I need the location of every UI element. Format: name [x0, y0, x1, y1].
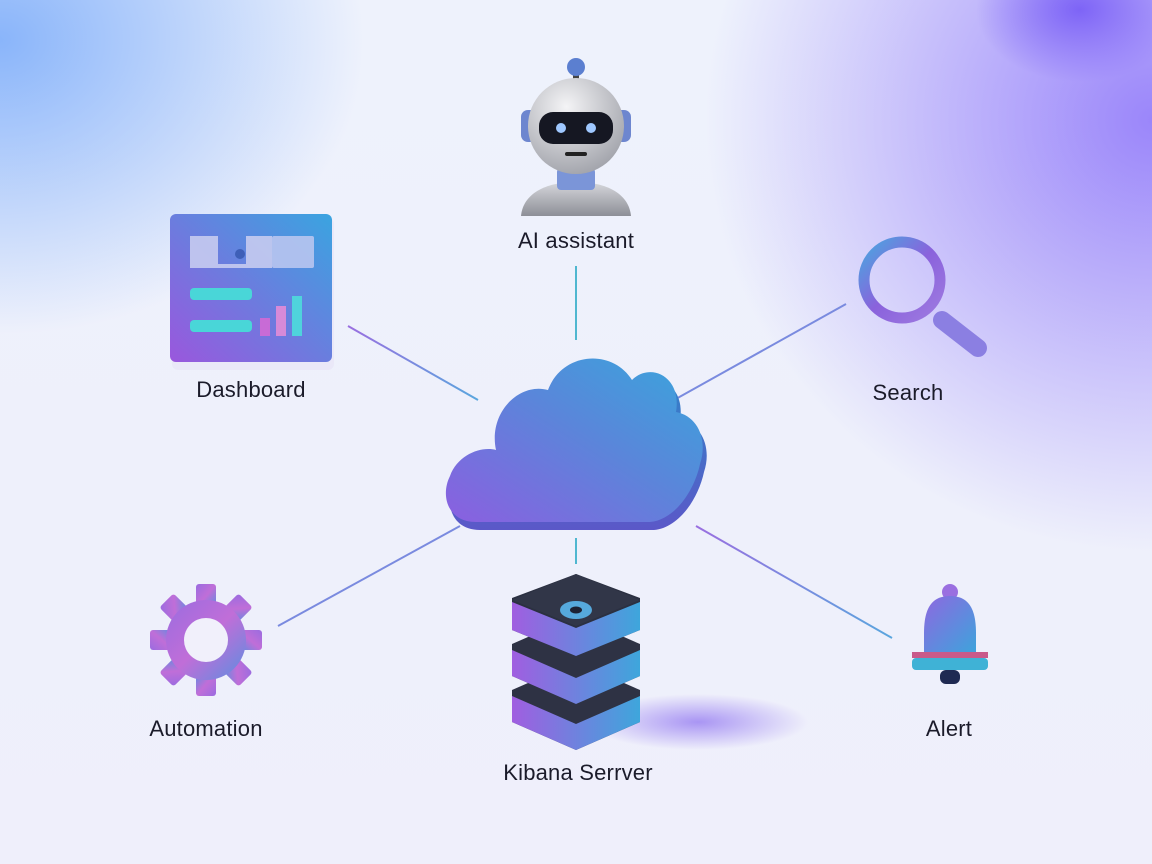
- edge-cloud-automation: [277, 525, 461, 627]
- bell-icon: [912, 584, 988, 684]
- gear-icon: [150, 584, 262, 696]
- edge-cloud-search: [673, 303, 847, 401]
- kibana-server-label: Kibana Serrver: [503, 760, 653, 785]
- search-label: Search: [872, 380, 944, 405]
- dashboard-label: Dashboard: [196, 377, 306, 402]
- edge-cloud-dashboard: [347, 325, 479, 401]
- ai-assistant-label: AI assistant: [517, 228, 635, 253]
- edge-cloud-alert: [695, 525, 893, 639]
- cloud-icon: [445, 358, 707, 530]
- magnifier-icon: [858, 236, 987, 357]
- alert-label: Alert: [925, 716, 973, 741]
- automation-label: Automation: [149, 716, 263, 741]
- server-stack-icon: [512, 574, 808, 750]
- dashboard-icon: [170, 214, 334, 370]
- robot-icon: [521, 58, 631, 216]
